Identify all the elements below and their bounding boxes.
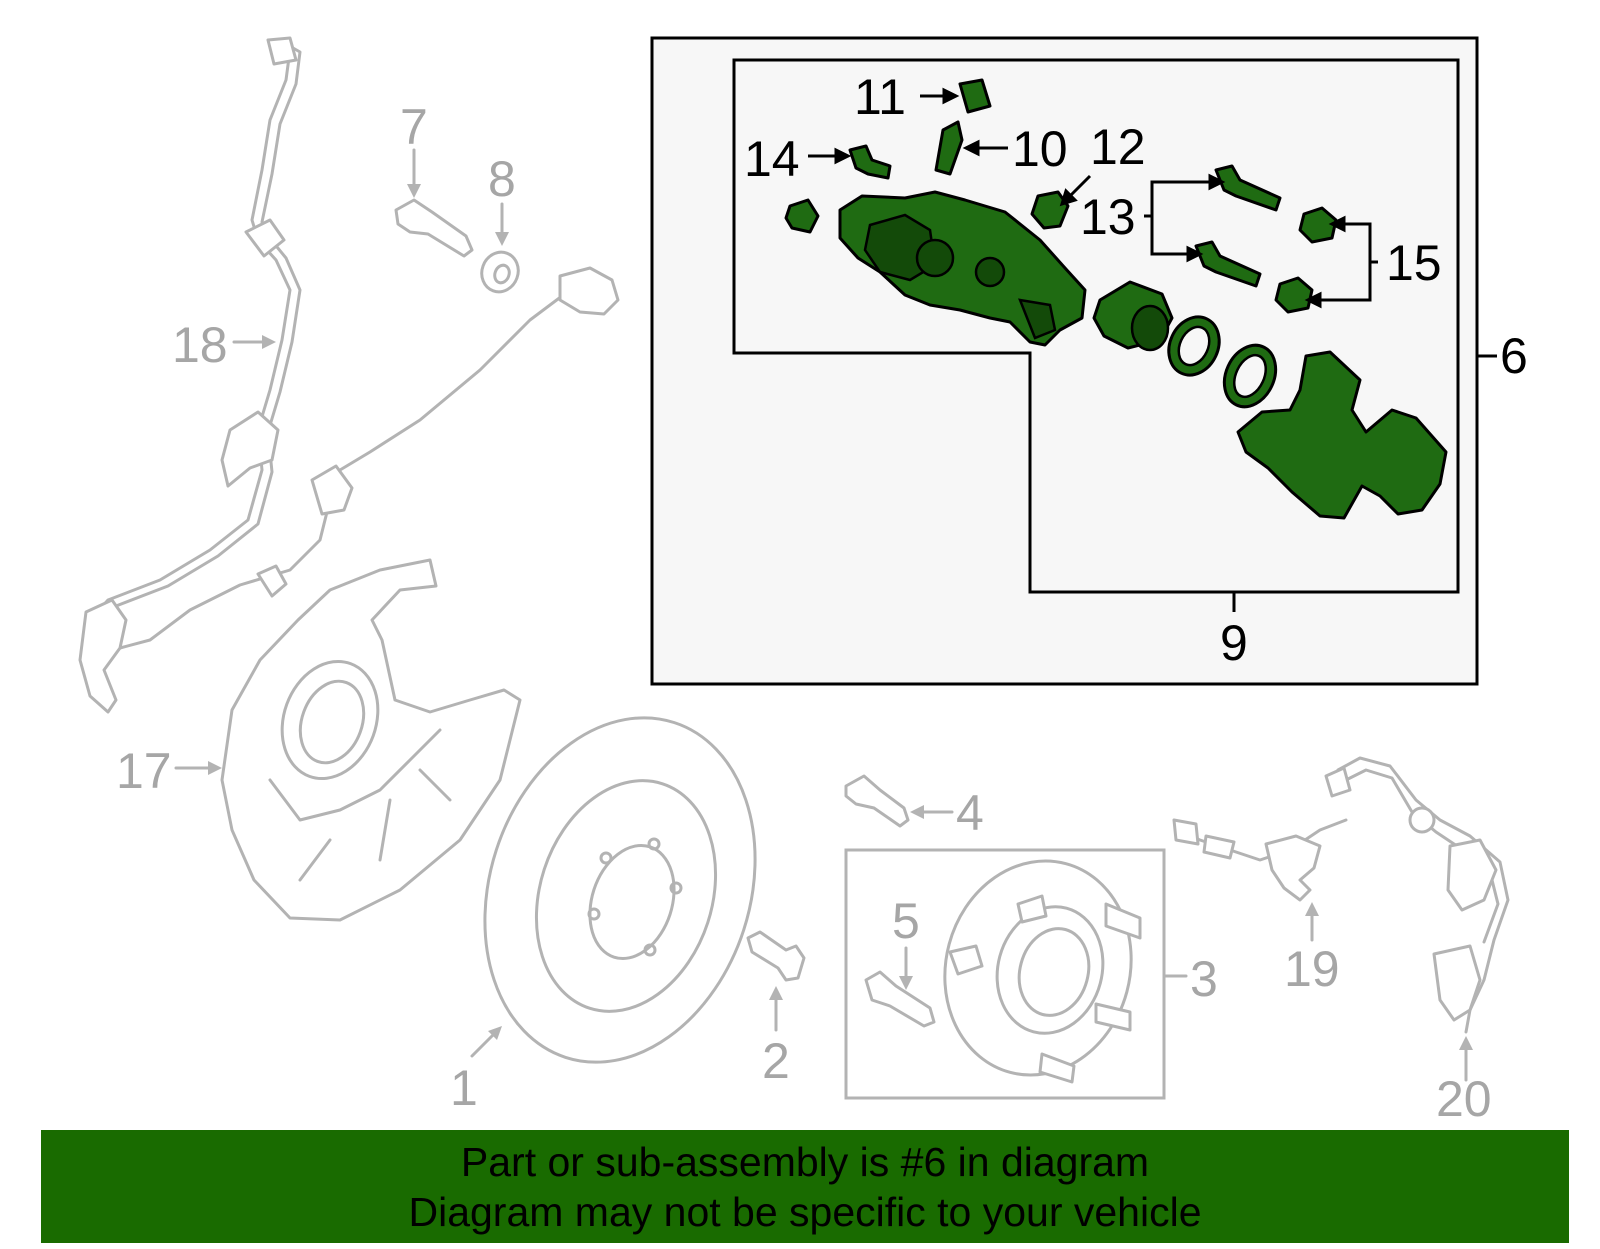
callout-4: 4: [956, 785, 984, 841]
boot-15-upper[interactable]: [1298, 206, 1338, 244]
callout-18: 18: [172, 317, 228, 373]
callout-19: 19: [1284, 941, 1340, 997]
banner-line-2: Diagram may not be specific to your vehi…: [408, 1188, 1202, 1235]
screw-2[interactable]: [746, 930, 806, 982]
arrows-inside-box: [808, 87, 1378, 309]
callout-1: 1: [450, 1060, 478, 1116]
callout-11: 11: [854, 69, 906, 125]
callout-13: 13: [1080, 189, 1136, 245]
info-banner: Part or sub-assembly is #6 in diagram Di…: [41, 1130, 1569, 1243]
callout-14: 14: [744, 131, 800, 187]
callout-20: 20: [1436, 1071, 1492, 1127]
banner-line-1: Part or sub-assembly is #6 in diagram: [460, 1138, 1150, 1185]
callout-7: 7: [400, 99, 428, 155]
callout-2: 2: [762, 1033, 790, 1089]
hub-assembly-3-box: [844, 848, 1166, 1100]
hub-bearing-3[interactable]: [921, 840, 1155, 1096]
sensor-wire-18[interactable]: [78, 36, 620, 714]
clip-part[interactable]: [784, 198, 820, 234]
callout-10: 10: [1012, 121, 1068, 177]
callout-3: 3: [1190, 951, 1218, 1007]
bleeder-cap-11[interactable]: [958, 78, 992, 114]
boot-15-lower[interactable]: [1274, 276, 1314, 314]
plug-12[interactable]: [1030, 190, 1070, 230]
washer-8[interactable]: [476, 247, 524, 297]
callout-12: 12: [1090, 119, 1146, 175]
guide-pin-13-lower[interactable]: [1194, 240, 1262, 288]
callout-17: 17: [116, 743, 172, 799]
bolt-7[interactable]: [394, 198, 474, 258]
dust-boot-ring[interactable]: [1215, 337, 1286, 415]
bolt-4[interactable]: [844, 774, 910, 828]
caliper-bracket[interactable]: [1236, 350, 1448, 520]
rotor-1[interactable]: [442, 682, 798, 1097]
callout-5: 5: [892, 893, 920, 949]
subassembly-9-outline: [732, 58, 1460, 594]
callout-15: 15: [1386, 235, 1442, 291]
callout-6: 6: [1500, 328, 1528, 384]
piston[interactable]: [1092, 280, 1174, 352]
sensor-19[interactable]: [1172, 818, 1348, 902]
callout-9: 9: [1220, 615, 1248, 671]
bleeder-screw-10[interactable]: [934, 120, 964, 176]
dust-shield-17[interactable]: [220, 558, 522, 922]
seal-ring[interactable]: [1160, 309, 1229, 384]
callout-8: 8: [488, 151, 516, 207]
guide-pin-13-upper[interactable]: [1214, 164, 1282, 212]
bolt-14[interactable]: [848, 144, 892, 180]
caliper-body[interactable]: [838, 190, 1087, 347]
sensor-20[interactable]: [1324, 756, 1510, 1034]
wheel-stud-5[interactable]: [864, 970, 936, 1028]
